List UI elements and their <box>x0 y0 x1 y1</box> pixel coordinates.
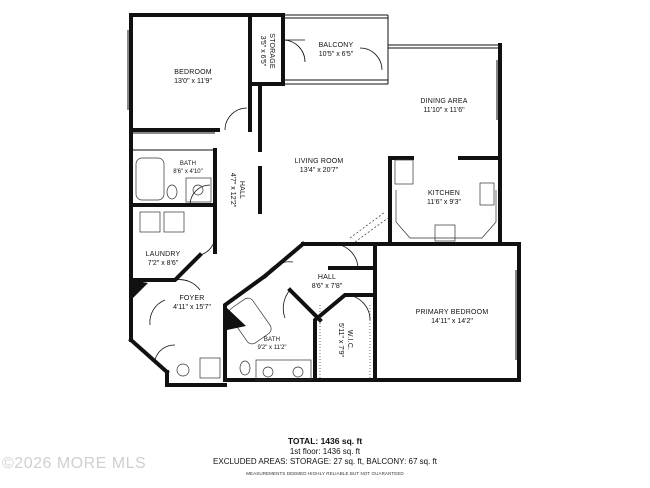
room-dining-area: DINING AREA 11'10" x 11'6" <box>404 97 484 115</box>
closet-icon <box>199 357 221 379</box>
room-name: DINING AREA <box>420 98 468 105</box>
room-bath-1: BATH 8'6" x 4'10" <box>148 160 228 176</box>
room-dims: 7'2" x 8'6" <box>147 260 179 267</box>
bathtub2-icon <box>228 297 272 345</box>
room-dims: 8'6" x 7'8" <box>311 283 343 290</box>
room-primary-bedroom: PRIMARY BEDROOM 14'11" x 14'2" <box>412 308 492 326</box>
kitchen-sink-icon <box>479 182 495 206</box>
room-name: W.I.C. <box>346 329 353 351</box>
total-area: TOTAL: 1436 sq. ft <box>287 436 363 446</box>
room-foyer: FOYER 4'11" x 15'7" <box>152 294 232 312</box>
sink3-icon <box>292 366 304 378</box>
shafts <box>131 280 246 330</box>
room-dims: 14'11" x 14'2" <box>431 318 473 325</box>
room-name: BALCONY <box>318 42 354 49</box>
room-bath-2: BATH 9'2" x 11'2" <box>232 336 312 352</box>
room-dims: 9'2" x 11'2" <box>257 345 287 351</box>
toilet2-icon <box>239 360 251 376</box>
room-dims: 10'5" x 6'5" <box>318 51 354 58</box>
room-dims: 11'6" x 9'3" <box>427 199 461 206</box>
vanity-icon <box>185 177 212 203</box>
room-name: LAUNDRY <box>145 251 181 258</box>
room-dims: 11'10" x 11'6" <box>423 107 465 114</box>
room-name: KITCHEN <box>427 190 461 197</box>
doors <box>149 39 383 361</box>
windows <box>127 14 517 360</box>
fridge-icon <box>394 159 414 185</box>
bathtub-icon <box>135 157 165 201</box>
water-heater-icon <box>176 363 190 377</box>
room-name: BEDROOM <box>174 69 212 76</box>
watermark: ©2026 MORE MLS <box>2 455 147 472</box>
room-storage: STORAGE 3'5" x 6'5" <box>258 16 276 86</box>
sink2-icon <box>262 366 274 378</box>
toilet-icon <box>166 184 178 200</box>
stove-icon <box>434 224 456 242</box>
room-name: FOYER <box>179 295 205 302</box>
room-living-room: LIVING ROOM 13'4" x 20'7" <box>279 157 359 175</box>
room-balcony: BALCONY 10'5" x 6'5" <box>296 41 376 59</box>
room-dims: 5'11" x 7'9" <box>337 323 344 357</box>
excluded-areas: EXCLUDED AREAS: STORAGE: 27 sq. ft, BALC… <box>213 457 437 466</box>
washer-icon <box>139 211 161 233</box>
room-name: PRIMARY BEDROOM <box>415 309 489 316</box>
room-bedroom: BEDROOM 13'0" x 11'9" <box>153 68 233 86</box>
room-name: BATH <box>179 161 197 167</box>
fixtures <box>135 157 497 381</box>
room-dims: 8'6" x 4'10" <box>173 169 203 175</box>
room-dims: 4'7" x 12'2" <box>229 172 236 208</box>
disclaimer: MEASUREMENTS DEEMED HIGHLY RELIABLE BUT … <box>246 471 404 476</box>
room-name: STORAGE <box>268 33 275 69</box>
room-walk-in-closet: W.I.C. 5'11" x 7'9" <box>336 300 354 380</box>
room-dims: 13'4" x 20'7" <box>299 167 339 174</box>
room-name: HALL <box>238 180 245 200</box>
dryer-icon <box>163 211 185 233</box>
room-name: LIVING ROOM <box>294 158 344 165</box>
sink-icon <box>192 184 204 196</box>
floor-area: 1st floor: 1436 sq. ft <box>289 447 361 456</box>
room-dims: 4'11" x 15'7" <box>173 304 211 311</box>
room-dims: 13'0" x 11'9" <box>174 78 212 85</box>
room-kitchen: KITCHEN 11'6" x 9'3" <box>404 189 484 207</box>
room-name: BATH <box>263 337 281 343</box>
vanity2-icon <box>255 359 312 381</box>
room-name: HALL <box>317 274 337 281</box>
room-dims: 3'5" x 6'5" <box>259 35 266 67</box>
room-hall-1: HALL 4'7" x 12'2" <box>228 150 246 230</box>
room-laundry: LAUNDRY 7'2" x 8'6" <box>123 250 203 268</box>
room-hall-2: HALL 8'6" x 7'8" <box>287 273 367 291</box>
